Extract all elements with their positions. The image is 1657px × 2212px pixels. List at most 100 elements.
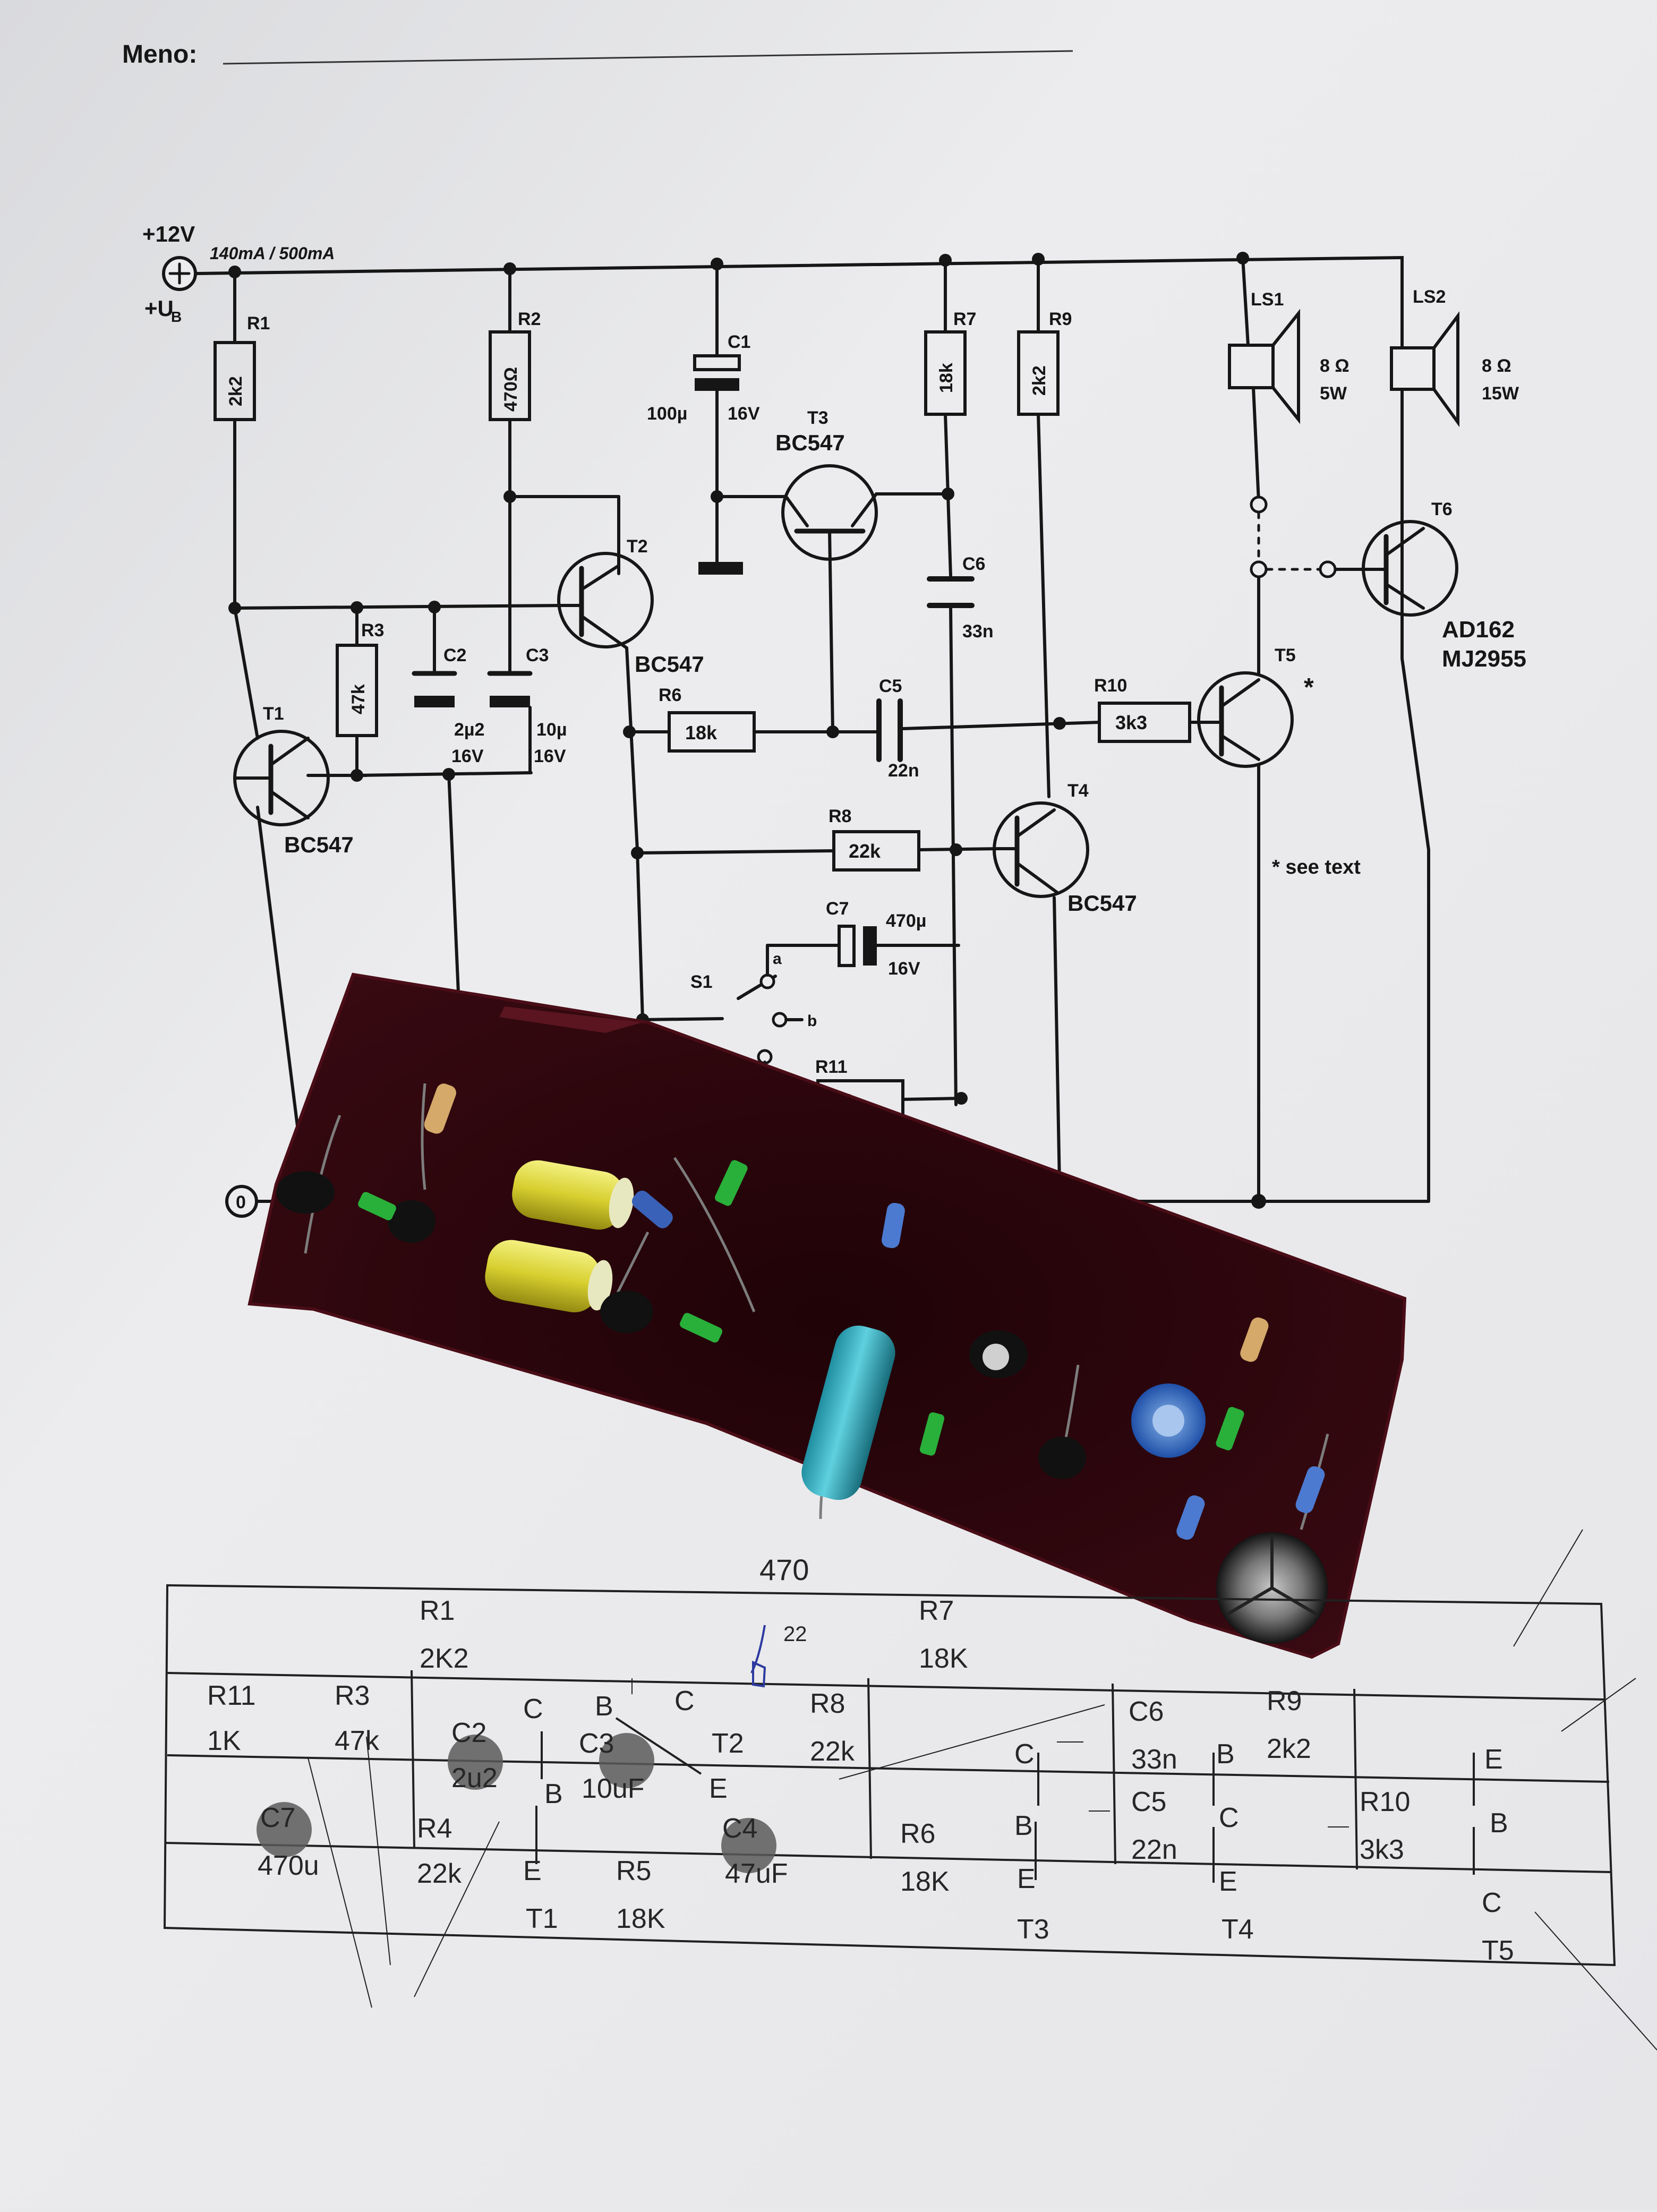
r7-label: R7	[953, 309, 976, 329]
capacitor-yellow-2	[485, 1240, 613, 1313]
cell-c2-ref: C2	[451, 1718, 486, 1748]
cell-r7-ref: R7	[919, 1595, 954, 1626]
cell-r9-ref: R9	[1267, 1686, 1302, 1716]
c5-value: 22n	[888, 761, 919, 781]
transistor-t4	[993, 801, 1089, 898]
cell-r11-ref: R11	[207, 1680, 256, 1711]
cell-c5-value: 22n	[1131, 1834, 1177, 1865]
pin-t1-b: B	[544, 1779, 563, 1809]
cell-c6-ref: C6	[1129, 1696, 1164, 1727]
board-resistors	[424, 1083, 1325, 1540]
c2-voltage: 16V	[451, 746, 484, 766]
supply-voltage: +12V	[142, 221, 195, 246]
cell-c4-value: 47uF	[725, 1858, 788, 1889]
r9-value: 2k2	[1029, 365, 1049, 396]
ls2-label: LS2	[1413, 287, 1446, 307]
cell-r7-value: 18K	[919, 1643, 968, 1674]
t6-label: T6	[1431, 499, 1453, 519]
cell-r6-value: 18K	[900, 1866, 950, 1897]
s1-pos-a: a	[773, 950, 782, 968]
cell-r3-value: 47k	[335, 1726, 380, 1756]
c7-value: 470µ	[886, 911, 926, 931]
ls2-impedance: 8 Ω	[1482, 356, 1511, 376]
t1-label: T1	[263, 704, 284, 724]
ground-terminal	[225, 1185, 258, 1218]
r3-value: 47k	[348, 684, 369, 714]
pin-t4-b: B	[1216, 1739, 1235, 1770]
pin-t2-e: E	[709, 1773, 728, 1804]
cell-r11-value: 1K	[207, 1726, 241, 1756]
ls1-power: 5W	[1320, 383, 1347, 404]
r10-value: 3k3	[1115, 712, 1147, 733]
t6-type: AD162	[1442, 617, 1515, 643]
layout-cells: R1 2K2 R7 18K R11 1K R3 47k C2 2u2 C3 10…	[207, 1595, 1514, 1966]
pen-note-22: 22	[783, 1622, 807, 1646]
cell-r10-ref: R10	[1360, 1787, 1410, 1817]
pin-t2-c: C	[674, 1686, 695, 1716]
c6-label: C6	[962, 554, 985, 574]
s1-label: S1	[690, 972, 713, 992]
name-underline	[223, 50, 1073, 65]
r10-label: R10	[1094, 676, 1127, 696]
cell-r8-value: 22k	[810, 1736, 855, 1767]
r8-label: R8	[828, 806, 851, 826]
pin-t5-e: E	[1484, 1744, 1503, 1775]
header: Meno:	[122, 40, 1073, 69]
cell-c3-value: 10uF	[582, 1773, 645, 1804]
r3-label: R3	[361, 620, 384, 640]
cell-r3-ref: R3	[335, 1680, 370, 1711]
cell-c4-ref: C4	[722, 1813, 757, 1844]
cell-c7-ref: C7	[260, 1803, 295, 1833]
pin-t3-b: B	[1014, 1810, 1033, 1841]
t4-label: T4	[1067, 781, 1089, 801]
t5-label: T5	[1275, 645, 1296, 665]
c5-label: C5	[879, 676, 902, 696]
t6-alt: MJ2955	[1442, 646, 1526, 672]
cell-r5-ref: R5	[616, 1856, 651, 1886]
t2-label: T2	[627, 536, 648, 557]
junction-dots	[228, 252, 1266, 1209]
pen-note-470: 470	[759, 1553, 809, 1586]
cell-r6-ref: R6	[900, 1818, 935, 1849]
r11-label: R11	[815, 1057, 848, 1077]
r9-label: R9	[1049, 309, 1072, 329]
speaker-ls2	[1390, 346, 1436, 391]
capacitor-yellow-1	[512, 1160, 634, 1230]
t5-star: *	[1304, 673, 1314, 702]
cell-r4-ref: R4	[417, 1813, 452, 1844]
capacitor-teal	[801, 1325, 895, 1500]
cell-c3-ref: C3	[579, 1728, 614, 1759]
table-border	[163, 1584, 1616, 1967]
cell-c2-value: 2u2	[451, 1763, 498, 1793]
cell-r1-ref: R1	[420, 1595, 455, 1626]
ground-symbol: 0	[236, 1192, 246, 1212]
schematic-labels: +12V 140mA / 500mA +U B R1 2k2 R2 470Ω R…	[142, 221, 1526, 1212]
cell-c5-ref: C5	[1131, 1787, 1166, 1817]
s1-pos-b: b	[807, 1012, 817, 1030]
r7-value: 18k	[936, 363, 956, 393]
t1-type: BC547	[284, 832, 354, 857]
c3-label: C3	[526, 645, 549, 665]
pin-t4-c: C	[1219, 1803, 1239, 1833]
pin-t3-c: C	[1014, 1739, 1035, 1770]
label-t3: T3	[1017, 1914, 1049, 1945]
supply-rail	[195, 255, 1430, 1202]
c3-voltage: 16V	[534, 746, 566, 766]
c2-value: 2µ2	[454, 720, 484, 740]
pin-t1-e: E	[523, 1856, 542, 1886]
r1-value: 2k2	[226, 376, 246, 406]
capacitor-c7	[838, 925, 856, 967]
label-t2: T2	[712, 1728, 744, 1759]
c1-voltage: 16V	[728, 404, 760, 424]
cell-c6-value: 33n	[1131, 1744, 1177, 1775]
pin-t1-c: C	[523, 1694, 543, 1724]
pin-t3-e: E	[1017, 1864, 1036, 1894]
pen-annotation: 470 22	[750, 1553, 809, 1688]
supply-current: 140mA / 500mA	[210, 244, 335, 263]
t4-type: BC547	[1067, 891, 1137, 916]
t2-type: BC547	[635, 652, 704, 677]
c1-value: 100µ	[647, 404, 687, 424]
pin-t5-b: B	[1490, 1808, 1508, 1839]
